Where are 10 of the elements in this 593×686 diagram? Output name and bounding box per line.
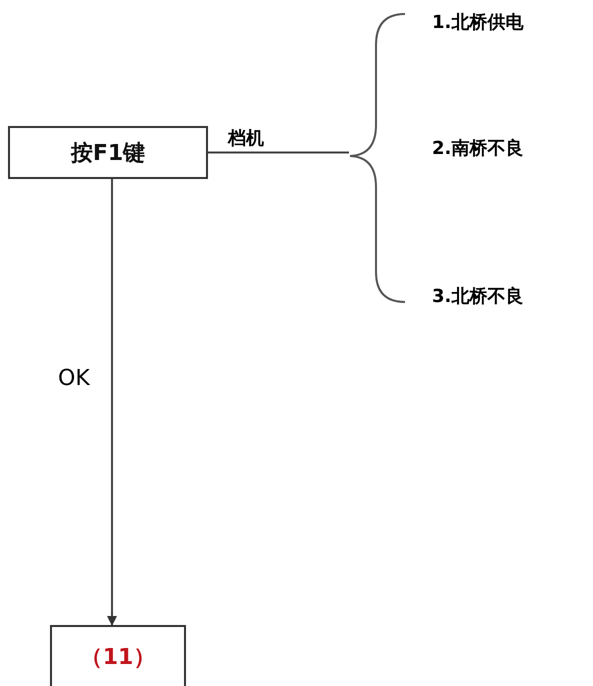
process-box: 按F1键 — [8, 126, 208, 179]
edge-label: 档机 — [228, 127, 264, 150]
process-box: （11） — [50, 625, 186, 686]
connector-line — [208, 152, 349, 154]
cause-label: 1.北桥供电 — [432, 11, 524, 34]
cause-label: 3.北桥不良 — [432, 285, 524, 308]
cause-label: 2.南桥不良 — [432, 137, 524, 160]
edge-label: OK — [58, 366, 90, 391]
brace — [349, 13, 406, 305]
connector-line — [107, 179, 117, 626]
